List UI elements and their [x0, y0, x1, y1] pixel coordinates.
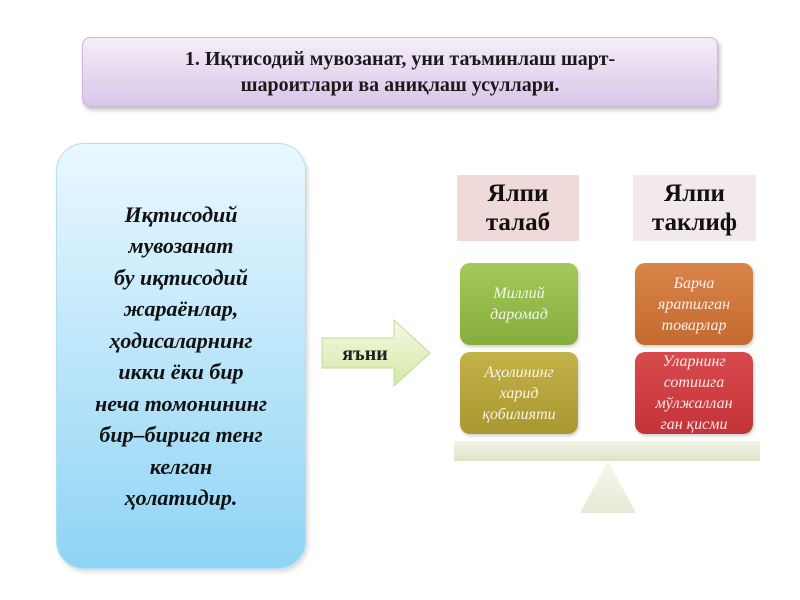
title-line-1: 1. Иқтисодий мувозанат, уни таъминлаш ша…	[184, 48, 616, 70]
tile-line: мўлжаллан	[655, 395, 733, 412]
all-goods-tile: Барча яратилган товарлар	[635, 263, 753, 345]
definition-box: Иқтисодий мувозанат бу иқтисодий жараёнл…	[56, 143, 306, 569]
goods-for-sale-tile: Уларнинг сотишга мўлжаллан ган қисми	[635, 352, 753, 434]
slide-title: 1. Иқтисодий мувозанат, уни таъминлаш ша…	[82, 37, 718, 107]
tile-line: Барча	[673, 274, 715, 292]
title-line-2: шароитлари ва аниқлаш усуллари.	[240, 74, 560, 96]
definition-line: жараёнлар,	[123, 296, 239, 321]
slide-title-text: 1. Иқтисодий мувозанат, уни таъминлаш ша…	[185, 46, 615, 98]
aggregate-supply-header: Ялпи таклиф	[633, 175, 756, 241]
arrow-label: яъни	[342, 343, 388, 365]
tile-line: Аҳолининг	[484, 363, 554, 381]
national-income-tile: Миллий даромад	[460, 263, 578, 345]
tile-line: харид	[499, 384, 539, 402]
definition-line: мувозанат	[128, 233, 234, 258]
definition-text: Иқтисодий мувозанат бу иқтисодий жараёнл…	[95, 199, 267, 514]
definition-line: ҳодисаларнинг	[109, 327, 253, 353]
aggregate-demand-header: Ялпи талаб	[457, 175, 579, 241]
definition-line: ҳолатидир.	[124, 485, 238, 510]
header-line: Ялпи	[664, 180, 725, 207]
definition-line: бу иқтисодий	[114, 264, 248, 290]
tile-line: сотишга	[663, 374, 725, 391]
tile-line: Миллий	[493, 285, 545, 302]
scale-beam	[454, 441, 760, 461]
right-arrow-icon	[321, 318, 431, 388]
scale-fulcrum-icon	[580, 461, 636, 513]
header-line: таклиф	[651, 209, 738, 236]
definition-line: икки ёки бир	[118, 359, 244, 384]
tile-line: қобилияти	[482, 405, 556, 423]
purchasing-power-tile: Аҳолининг харид қобилияти	[460, 352, 578, 434]
header-line: Ялпи	[487, 180, 549, 207]
tile-line: товарлар	[661, 316, 727, 334]
definition-line: келган	[149, 453, 213, 479]
definition-line: бир–бирига тенг	[99, 422, 263, 447]
tile-line: яратилган	[657, 295, 731, 313]
tile-line: ган қисми	[660, 416, 728, 433]
definition-line: неча томонининг	[94, 390, 268, 416]
header-line: талаб	[485, 209, 551, 236]
definition-line: Иқтисодий	[124, 201, 238, 227]
tile-line: даромад	[490, 306, 548, 323]
tile-line: Уларнинг	[662, 353, 726, 370]
